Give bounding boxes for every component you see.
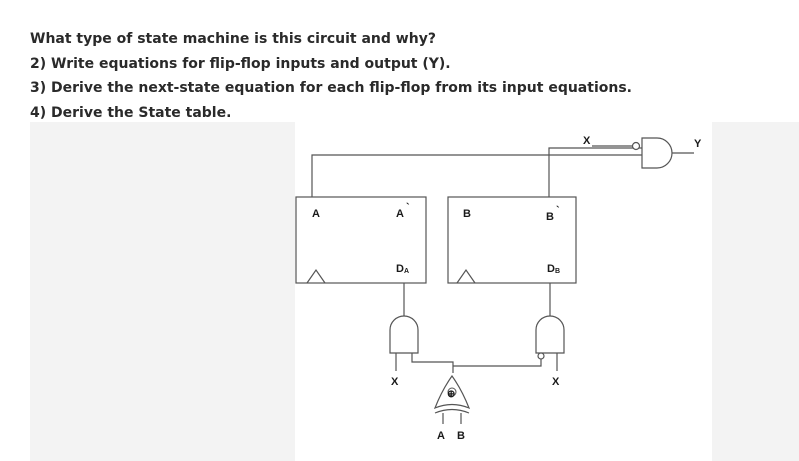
xor-b-label: B (457, 430, 465, 442)
xor-a-label: A (437, 430, 445, 442)
ff-b-d-sub: B (555, 268, 560, 275)
ff-a-qbar-label: A (396, 208, 404, 220)
ff-a-d-label: D (396, 263, 404, 275)
ff-b-qbar-mark: ` (556, 205, 560, 217)
and-gate-a (389, 315, 419, 354)
and-a-x-label: X (391, 376, 399, 388)
ff-a-qbar-mark: ` (406, 202, 410, 214)
clock-triangle-a (306, 268, 326, 284)
question-line-3: 3) Derive the next-state equation for ea… (30, 80, 632, 96)
wire-qa-to-output (311, 154, 642, 197)
question-text: What type of state machine is this circu… (30, 27, 770, 125)
output-inverter-bubble (631, 141, 641, 151)
and-gate-b (535, 315, 565, 354)
question-line-1: What type of state machine is this circu… (30, 31, 436, 47)
and-b-inverter-bubble (537, 352, 545, 360)
wire-qb-bar-to-output (548, 147, 642, 197)
ff-b-q-label: B (463, 208, 471, 220)
xor-symbol-circle (447, 387, 457, 397)
right-gray-panel (712, 122, 799, 461)
clock-triangle-b (456, 268, 476, 284)
ff-a-q-label: A (312, 208, 320, 220)
xor-gate (433, 374, 471, 410)
wire-xor-to-and-a (411, 353, 454, 373)
ff-b-qbar-label: B (546, 211, 554, 223)
question-line-2: 2) Write equations for flip-flop inputs … (30, 55, 451, 72)
and-b-x-label: X (552, 376, 560, 388)
xor-gate-curve (434, 408, 470, 414)
output-y-label: Y (694, 138, 702, 150)
ff-a-d-sub: A (404, 268, 409, 275)
output-and-gate (641, 137, 673, 169)
left-gray-panel (30, 122, 295, 461)
xor-symbol: ⊕ (447, 389, 455, 400)
ff-b-d-label: D (547, 263, 555, 275)
flip-flop-a (295, 196, 427, 284)
flip-flop-b (447, 196, 577, 284)
question-line-4: 4) Derive the State table. (30, 104, 232, 121)
output-x-label: X (583, 135, 591, 147)
wire-xor-to-and-b (453, 359, 542, 367)
